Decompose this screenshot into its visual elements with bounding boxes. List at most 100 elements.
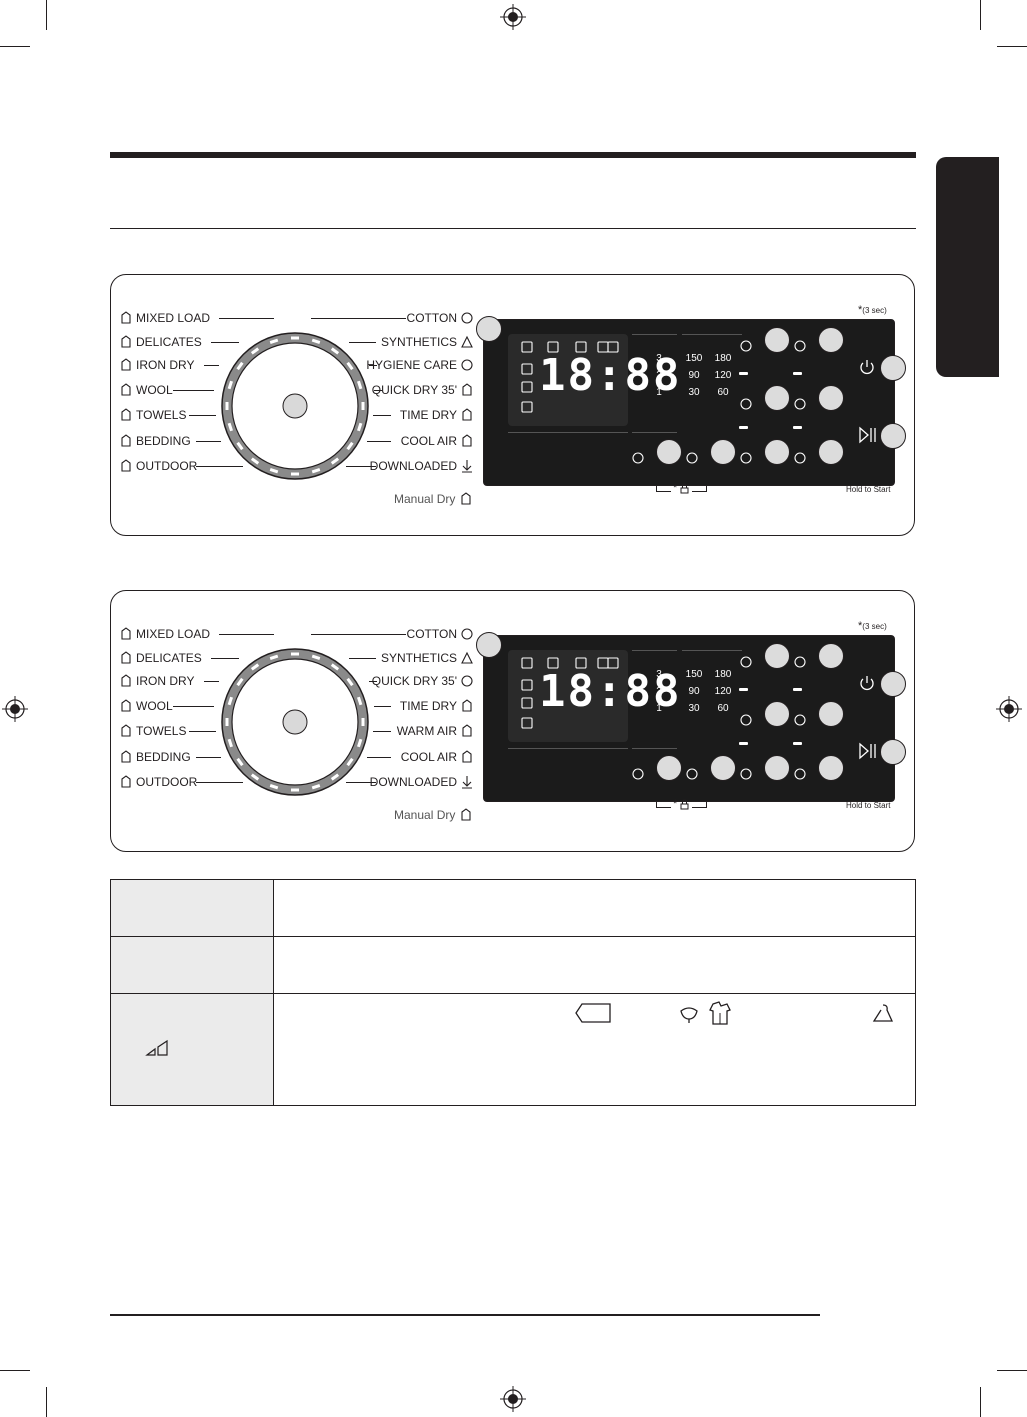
program-label-cool-air: COOL AIR [401, 750, 474, 764]
dial-position-marker [291, 788, 299, 792]
leader-line [374, 390, 382, 391]
program-label-time-dry: TIME DRY [400, 699, 474, 713]
program-label-text: COOL AIR [400, 434, 457, 448]
table-row [110, 936, 916, 994]
smart-check-button[interactable] [764, 755, 790, 781]
wool-icon [121, 699, 131, 712]
dry-level-hanger-button[interactable] [818, 327, 844, 353]
start-pause-button[interactable] [880, 739, 906, 765]
dial-position-marker [346, 361, 354, 371]
time-display: 18:88 [539, 350, 682, 401]
indicator-dash [739, 426, 748, 429]
dial-position-marker [227, 422, 233, 432]
shirt-icon [575, 657, 587, 669]
downloaded-icon [462, 776, 472, 789]
program-label-text: HYGIENE CARE [366, 358, 457, 372]
table-row [110, 993, 916, 1106]
time-value: 150 [685, 353, 703, 364]
downloaded-icon [462, 460, 472, 473]
power-icon [860, 360, 874, 375]
smart-check-icon [740, 768, 752, 780]
wrinkle-prevent-button[interactable] [764, 327, 790, 353]
drum-icon [521, 381, 533, 393]
dial-position-marker [269, 654, 279, 660]
wrinkle-prevent-icon [740, 656, 752, 668]
program-label-hygiene-care: HYGIENE CARE [366, 358, 474, 372]
dry-level-value: 2 [656, 370, 662, 381]
lock-icon [521, 401, 533, 413]
power-button[interactable] [880, 355, 906, 381]
dry-level-hanger-button[interactable] [818, 643, 844, 669]
dial-position-marker [236, 361, 244, 371]
dry-level-icon [632, 768, 644, 780]
dial-position-marker [236, 441, 244, 451]
wrinkle-prevent-button[interactable] [764, 643, 790, 669]
leader-line [196, 441, 221, 442]
callout-marker [282, 393, 308, 419]
towels-icon [121, 408, 131, 421]
program-dial[interactable] [215, 326, 375, 486]
bracket-right [692, 800, 708, 808]
registration-mark-icon [996, 696, 1022, 722]
dial-position-marker [311, 784, 321, 790]
table-header-cell [110, 936, 274, 994]
delay-end-button[interactable] [710, 755, 736, 781]
program-label-text: DELICATES [136, 335, 202, 349]
dial-position-marker [357, 380, 363, 390]
crop-mark [46, 0, 47, 30]
time-value: 60 [717, 387, 729, 398]
time-dry-icon [462, 408, 472, 421]
program-label-text: WOOL [136, 383, 173, 397]
indicator-dash [739, 372, 748, 375]
grid-icon [521, 657, 533, 669]
smart-control-button[interactable] [818, 755, 844, 781]
dial-position-marker [227, 738, 233, 748]
start-pause-button[interactable] [880, 423, 906, 449]
indicator-dash [793, 742, 802, 745]
hold-to-start-note: Hold to Start [846, 801, 891, 810]
dial-position-marker [357, 738, 363, 748]
start-pause-icon [859, 426, 876, 444]
program-label-downloaded: DOWNLOADED [370, 459, 474, 473]
program-label-cool-air: COOL AIR [401, 434, 474, 448]
program-label-text: DOWNLOADED [369, 459, 457, 473]
program-label-wool: WOOL [119, 383, 173, 397]
program-label-mixed-load: MIXED LOAD [119, 627, 210, 641]
time-value: 30 [688, 703, 700, 714]
program-dial[interactable] [215, 642, 375, 802]
child-lock-icon [680, 799, 689, 809]
bedding-icon [121, 750, 131, 763]
mute-button[interactable] [764, 701, 790, 727]
program-label-bedding: BEDDING [119, 750, 191, 764]
mute-button[interactable] [764, 385, 790, 411]
display-separator [632, 650, 677, 651]
leader-line [203, 365, 219, 366]
dry-level-button[interactable] [656, 439, 682, 465]
cool-air-icon [462, 750, 472, 763]
cotton-icon [461, 312, 473, 324]
delay-end-button[interactable] [710, 439, 736, 465]
program-label-text: COTTON [406, 627, 457, 641]
dry-level-value: 2 [656, 686, 662, 697]
smart-check-button[interactable] [764, 439, 790, 465]
dial-position-marker [227, 380, 233, 390]
clock-icon [686, 452, 698, 464]
asterisk: * [673, 482, 678, 494]
power-button[interactable] [880, 671, 906, 697]
program-label-quick-dry: QUICK DRY 35' [372, 674, 474, 688]
time-value: 150 [685, 669, 703, 680]
indicator-dash [739, 630, 748, 633]
dry-level-button[interactable] [656, 755, 682, 781]
drum-light-button[interactable] [818, 701, 844, 727]
dial-position-marker [250, 663, 260, 671]
child-lock-note: * [656, 482, 708, 494]
dry-level-icon [145, 1039, 168, 1056]
program-label-quick-dry: QUICK DRY 35' [372, 383, 474, 397]
program-label-synthetics: SYNTHETICS [381, 335, 474, 349]
section-heading-rule [110, 152, 916, 158]
program-label-text: MIXED LOAD [136, 311, 211, 325]
drum-light-button[interactable] [818, 385, 844, 411]
smart-control-button[interactable] [818, 439, 844, 465]
snowflake-icon [607, 341, 619, 353]
